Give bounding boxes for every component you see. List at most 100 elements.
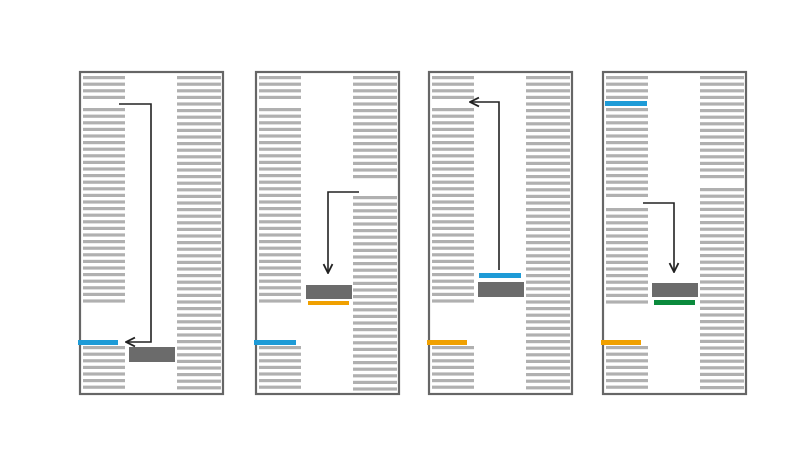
- text-line: [259, 226, 301, 230]
- text-line: [606, 82, 648, 86]
- text-line: [700, 188, 744, 192]
- text-line: [700, 280, 744, 284]
- text-line: [177, 313, 221, 317]
- text-line: [259, 365, 301, 369]
- text-line: [259, 346, 301, 350]
- text-line: [526, 89, 570, 93]
- text-line: [606, 214, 648, 218]
- text-line: [432, 233, 474, 237]
- text-line: [259, 220, 301, 224]
- text-line: [353, 268, 397, 272]
- text-line: [177, 168, 221, 172]
- text-line: [432, 259, 474, 263]
- text-line: [177, 142, 221, 146]
- text-line: [177, 386, 221, 390]
- moved-block: [306, 285, 352, 299]
- text-line: [432, 240, 474, 244]
- text-line: [177, 346, 221, 350]
- text-line: [259, 279, 301, 283]
- text-line: [526, 320, 570, 324]
- text-line: [432, 213, 474, 217]
- text-line: [259, 187, 301, 191]
- text-line: [83, 95, 125, 99]
- text-line: [177, 359, 221, 363]
- text-line: [83, 141, 125, 145]
- text-line: [526, 247, 570, 251]
- text-line: [177, 122, 221, 126]
- text-line: [259, 82, 301, 86]
- text-line: [606, 254, 648, 258]
- text-line: [83, 134, 125, 138]
- text-line: [700, 148, 744, 152]
- text-line: [526, 194, 570, 198]
- text-line: [606, 385, 648, 389]
- move-arrow: [119, 103, 152, 342]
- text-line: [526, 175, 570, 179]
- text-line: [353, 314, 397, 318]
- text-line: [526, 260, 570, 264]
- text-line: [700, 95, 744, 99]
- text-line: [177, 227, 221, 231]
- text-line: [432, 372, 474, 376]
- text-line: [177, 201, 221, 205]
- text-line: [177, 188, 221, 192]
- text-line: [432, 108, 474, 112]
- text-line: [606, 260, 648, 264]
- text-line: [83, 292, 125, 296]
- text-line: [353, 387, 397, 391]
- text-line: [526, 102, 570, 106]
- text-line: [606, 193, 648, 197]
- text-line: [700, 128, 744, 132]
- text-line: [83, 200, 125, 204]
- text-line: [259, 147, 301, 151]
- text-line: [526, 135, 570, 139]
- text-line: [259, 286, 301, 290]
- text-line: [83, 273, 125, 277]
- text-line: [353, 295, 397, 299]
- text-line: [83, 346, 125, 350]
- text-line: [700, 306, 744, 310]
- text-line: [526, 234, 570, 238]
- insertion-marker-blue: [605, 101, 647, 106]
- text-line: [83, 187, 125, 191]
- text-line: [259, 379, 301, 383]
- text-line: [353, 301, 397, 305]
- move-arrow: [643, 202, 674, 272]
- text-line: [177, 247, 221, 251]
- page-panel-4: [601, 70, 748, 396]
- text-line: [177, 280, 221, 284]
- text-line: [432, 180, 474, 184]
- text-line: [526, 214, 570, 218]
- text-line: [606, 359, 648, 363]
- text-line: [606, 300, 648, 304]
- text-line: [432, 82, 474, 86]
- text-line: [353, 275, 397, 279]
- text-line: [259, 372, 301, 376]
- text-line: [700, 201, 744, 205]
- text-line: [83, 240, 125, 244]
- text-line: [432, 114, 474, 118]
- text-line: [700, 234, 744, 238]
- text-line: [177, 353, 221, 357]
- text-line: [432, 273, 474, 277]
- text-line: [526, 82, 570, 86]
- text-line: [700, 221, 744, 225]
- text-line: [526, 161, 570, 165]
- page-panel-2: [254, 70, 401, 396]
- text-line: [259, 180, 301, 184]
- text-line: [606, 274, 648, 278]
- text-line: [432, 253, 474, 257]
- text-line: [83, 160, 125, 164]
- text-line: [177, 89, 221, 93]
- text-line: [177, 379, 221, 383]
- text-line: [259, 352, 301, 356]
- text-line: [700, 115, 744, 119]
- text-line: [353, 95, 397, 99]
- text-line: [353, 76, 397, 80]
- text-line: [526, 241, 570, 245]
- text-line: [83, 220, 125, 224]
- text-line: [83, 147, 125, 151]
- text-line: [700, 333, 744, 337]
- text-line: [526, 274, 570, 278]
